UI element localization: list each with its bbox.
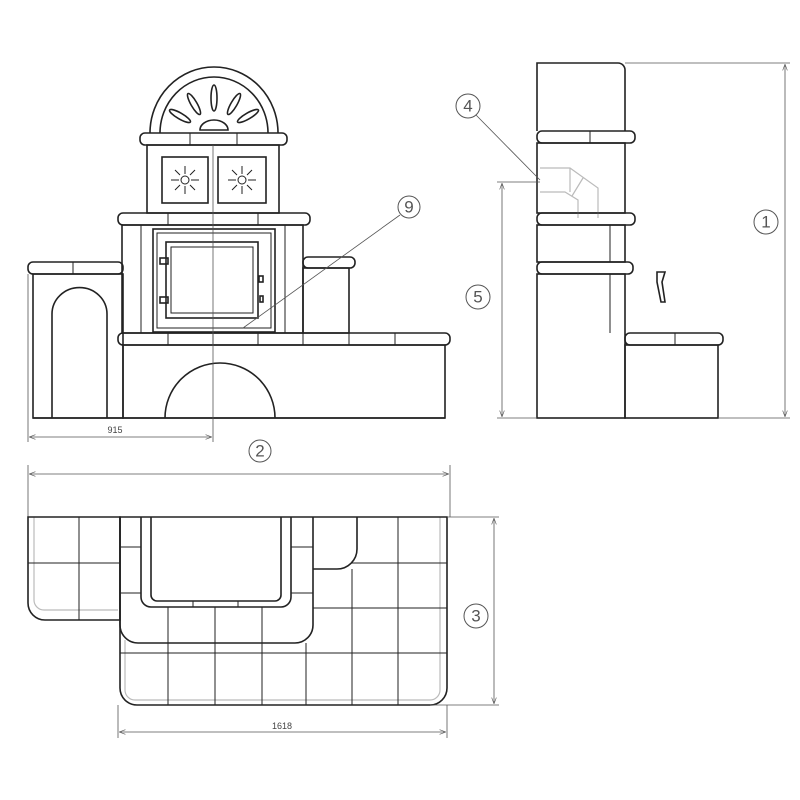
callout-4 — [455, 93, 481, 119]
door-handle-icon — [656, 271, 667, 303]
flue-pipe-elbow — [540, 167, 599, 218]
callout-2-label: 2 — [255, 442, 264, 461]
callout-9 — [397, 195, 421, 219]
callout-9-label: 9 — [404, 198, 413, 217]
callout-1-label: 1 — [761, 213, 770, 232]
callout-5 — [465, 284, 491, 310]
callout-5-label: 5 — [473, 288, 482, 307]
callout-2 — [248, 439, 272, 463]
callout-3-label: 3 — [471, 607, 480, 626]
sunburst-ornament — [168, 84, 260, 131]
side-elevation: 1 5 4 — [455, 62, 790, 419]
front-elevation: 915 9 — [27, 66, 451, 442]
callout-1 — [753, 209, 779, 235]
dimension-915: 915 — [107, 425, 122, 435]
tile-flower-left — [171, 166, 199, 194]
dimension-1618: 1618 — [272, 721, 292, 731]
plan-view: 2 3 1618 — [27, 439, 499, 738]
tile-flower-right — [228, 166, 256, 194]
callout-4-label: 4 — [463, 97, 472, 116]
callout-3 — [463, 603, 489, 629]
